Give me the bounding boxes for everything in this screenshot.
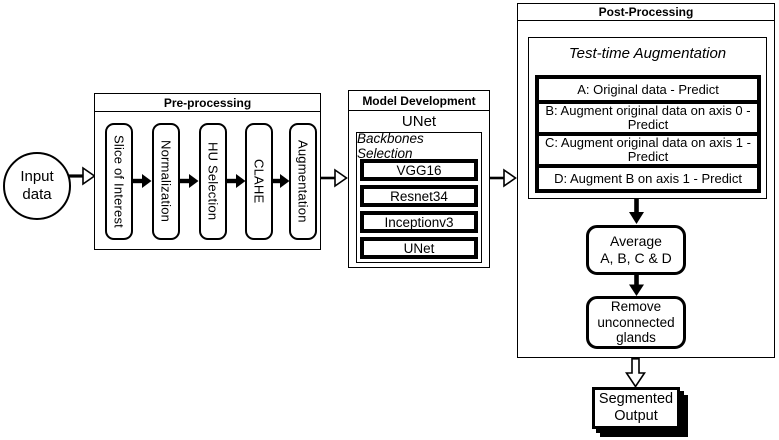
- step-arrow-icon: [180, 174, 199, 188]
- tta-row-d: D: Augment B on axis 1 - Predict: [539, 168, 757, 189]
- tta-row-a: A: Original data - Predict: [539, 79, 757, 100]
- step-normalization: Normalization: [152, 123, 180, 240]
- tta-row-b: B: Augment original data on axis 0 - Pre…: [539, 104, 757, 132]
- tta-title: Test-time Augmentation: [568, 45, 727, 62]
- tta-table: A: Original data - Predict B: Augment or…: [535, 75, 761, 193]
- backbones-list: VGG16 Resnet34 Inceptionv3 UNet: [357, 159, 481, 259]
- postprocessing-title: Post-Processing: [518, 4, 774, 21]
- step-arrow-icon: [271, 174, 290, 188]
- step-arrow-icon: [133, 174, 152, 188]
- step-hu-selection: HU Selection: [199, 123, 227, 240]
- backbone-resnet34: Resnet34: [360, 185, 478, 207]
- test-time-augmentation-panel: Test-time Augmentation A: Original data …: [528, 37, 767, 199]
- segmented-output-node: Segmented Output: [592, 387, 680, 429]
- step-augmentation: Augmentation: [289, 123, 317, 240]
- postprocessing-panel: Post-Processing Test-time Augmentation A…: [517, 3, 775, 358]
- backbones-title: Backbones Selection: [357, 131, 424, 161]
- flow-arrow-right-icon: [490, 168, 517, 188]
- model-name-label: UNet: [401, 113, 437, 130]
- backbone-inceptionv3: Inceptionv3: [360, 211, 478, 233]
- backbone-unet: UNet: [360, 237, 478, 259]
- tta-row-c: C: Augment original data on axis 1 - Pre…: [539, 136, 757, 164]
- preprocessing-panel: Pre-processing Slice of Interest Normali…: [94, 93, 321, 250]
- model-development-title: Model Development: [349, 91, 489, 111]
- flow-arrow-right-icon: [69, 166, 96, 186]
- backbones-panel: Backbones Selection VGG16 Resnet34 Incep…: [356, 131, 482, 263]
- preprocessing-title: Pre-processing: [95, 94, 320, 112]
- flow-arrow-right-icon: [321, 168, 348, 188]
- average-node: Average A, B, C & D: [586, 225, 686, 275]
- backbone-vgg16: VGG16: [360, 159, 478, 181]
- step-arrow-icon: [227, 174, 246, 188]
- model-development-panel: Model Development UNet Backbones Selecti…: [348, 90, 490, 268]
- input-data-node: Input data: [3, 152, 71, 220]
- remove-unconnected-glands-node: Remove unconnected glands: [586, 296, 686, 349]
- step-slice-of-interest: Slice of Interest: [105, 123, 133, 240]
- step-arrow-down-icon: [629, 274, 644, 296]
- step-arrow-down-icon: [629, 199, 644, 224]
- step-clahe: CLAHE: [245, 123, 273, 240]
- flow-arrow-down-icon: [625, 358, 646, 388]
